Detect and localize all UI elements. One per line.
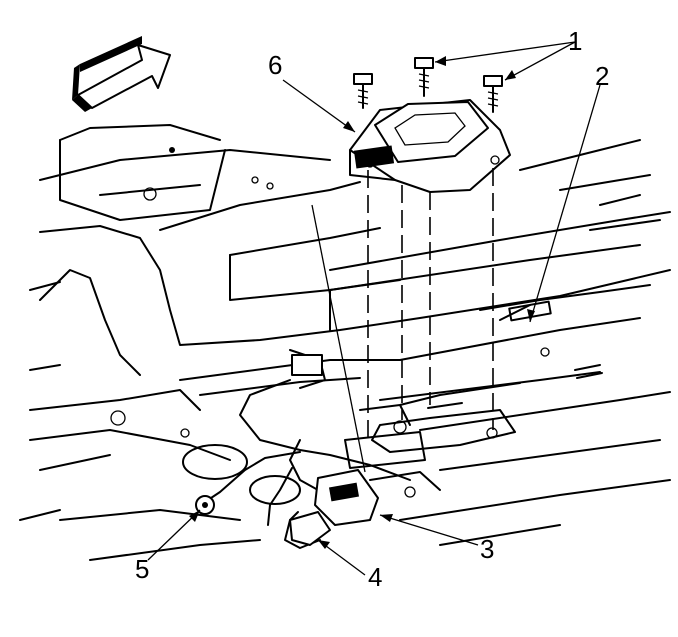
leader-lines: [147, 41, 601, 576]
bolt-center: [414, 57, 434, 97]
alignment-lines: [367, 168, 494, 440]
callout-4-label: 4: [368, 562, 382, 592]
callout-6-label: 6: [268, 50, 282, 80]
callout-2-label: 2: [595, 61, 609, 91]
callout-labels: 1 2 3 4 5 6: [135, 26, 609, 592]
bolt-left: [353, 73, 373, 109]
callout-1-label: 1: [568, 26, 582, 56]
callout-3-label: 3: [480, 534, 494, 564]
bolt-right: [483, 75, 503, 113]
floor-pan: [19, 124, 671, 561]
sensing-module: [349, 99, 511, 193]
forward-direction-arrow: [72, 36, 171, 112]
module-bracket: [344, 382, 521, 469]
callout-5-label: 5: [135, 554, 149, 584]
wiring-harness: [195, 349, 411, 549]
